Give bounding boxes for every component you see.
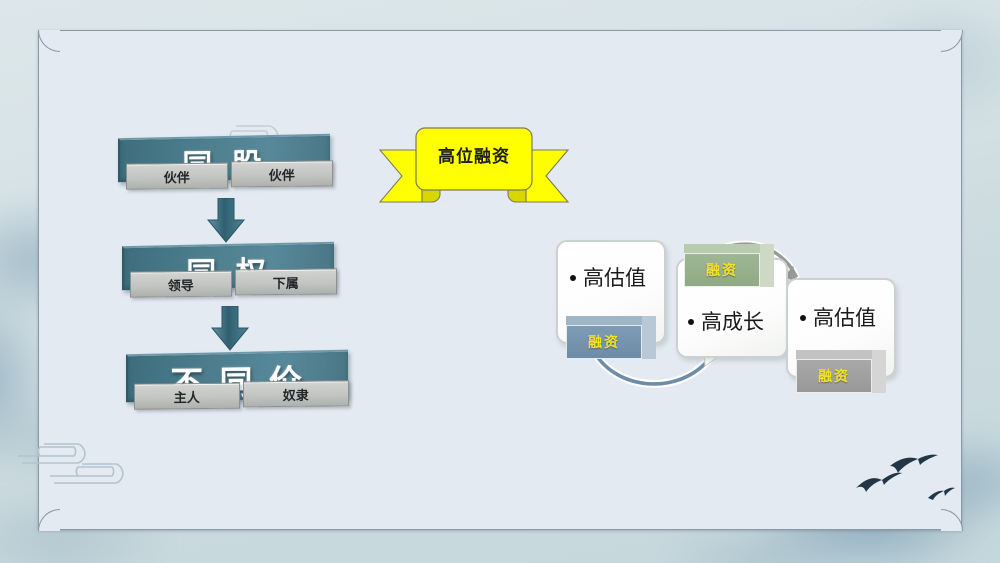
financing-card-group: 高估值 融资 高成长 融资 高估值 融资 (552, 236, 924, 412)
card-2-brick-side (760, 244, 774, 287)
card-1-brick-side (642, 316, 656, 359)
equity-flow-diagram: 同 股 伙伴 伙伴 同 权 领导 (118, 133, 358, 426)
frame-corner-top-right (940, 29, 963, 52)
flow-arrow-1-down-arrow-icon (206, 198, 246, 243)
flow-block-1[interactable]: 同 股 伙伴 伙伴 (118, 133, 332, 190)
flying-birds-icon (856, 454, 955, 500)
card-2-brick-label: 融资 (684, 253, 760, 287)
ribbon-banner-icon (378, 127, 570, 203)
card-2-label: 高成长 (688, 306, 764, 336)
flow-block-2-chip-right[interactable]: 下属 (234, 268, 336, 296)
ribbon-banner[interactable]: 高位融资 (378, 116, 570, 212)
card-2-bullet-icon (688, 318, 694, 325)
flow-block-3[interactable]: 不 同 价 主人 奴隶 (126, 349, 348, 410)
card-1-brick-top (566, 316, 642, 326)
ribbon-label: 高位融资 (438, 147, 510, 166)
card-1-brick-label: 融资 (566, 325, 642, 359)
card-1-label: 高估值 (570, 262, 646, 292)
flow-arrow-2-down-arrow-icon (210, 306, 250, 351)
flow-block-1-chip-right[interactable]: 伙伴 (230, 160, 332, 188)
card-3-brick-label: 融资 (796, 359, 872, 393)
flow-block-1-chips: 伙伴 伙伴 (126, 160, 332, 190)
flow-block-2[interactable]: 同 权 领导 下属 (122, 241, 336, 298)
frame-corner-top-left (37, 29, 60, 52)
card-2-brick-top (684, 244, 760, 254)
card-3-brick-side (872, 350, 886, 393)
frame-corner-bottom-left (37, 508, 60, 531)
flow-block-1-chip-left[interactable]: 伙伴 (126, 162, 228, 190)
flow-block-2-chips: 领导 下属 (130, 268, 336, 298)
card-3-label: 高估值 (800, 302, 876, 332)
flow-block-3-chips: 主人 奴隶 (134, 380, 348, 410)
flow-block-3-chip-left[interactable]: 主人 (134, 382, 240, 410)
card-3-brick-top (796, 350, 872, 360)
flow-block-2-chip-left[interactable]: 领导 (130, 270, 232, 298)
flow-block-3-chip-right[interactable]: 奴隶 (242, 380, 348, 408)
card-3-bullet-icon (800, 314, 806, 321)
card-1-bullet-icon (570, 274, 576, 281)
